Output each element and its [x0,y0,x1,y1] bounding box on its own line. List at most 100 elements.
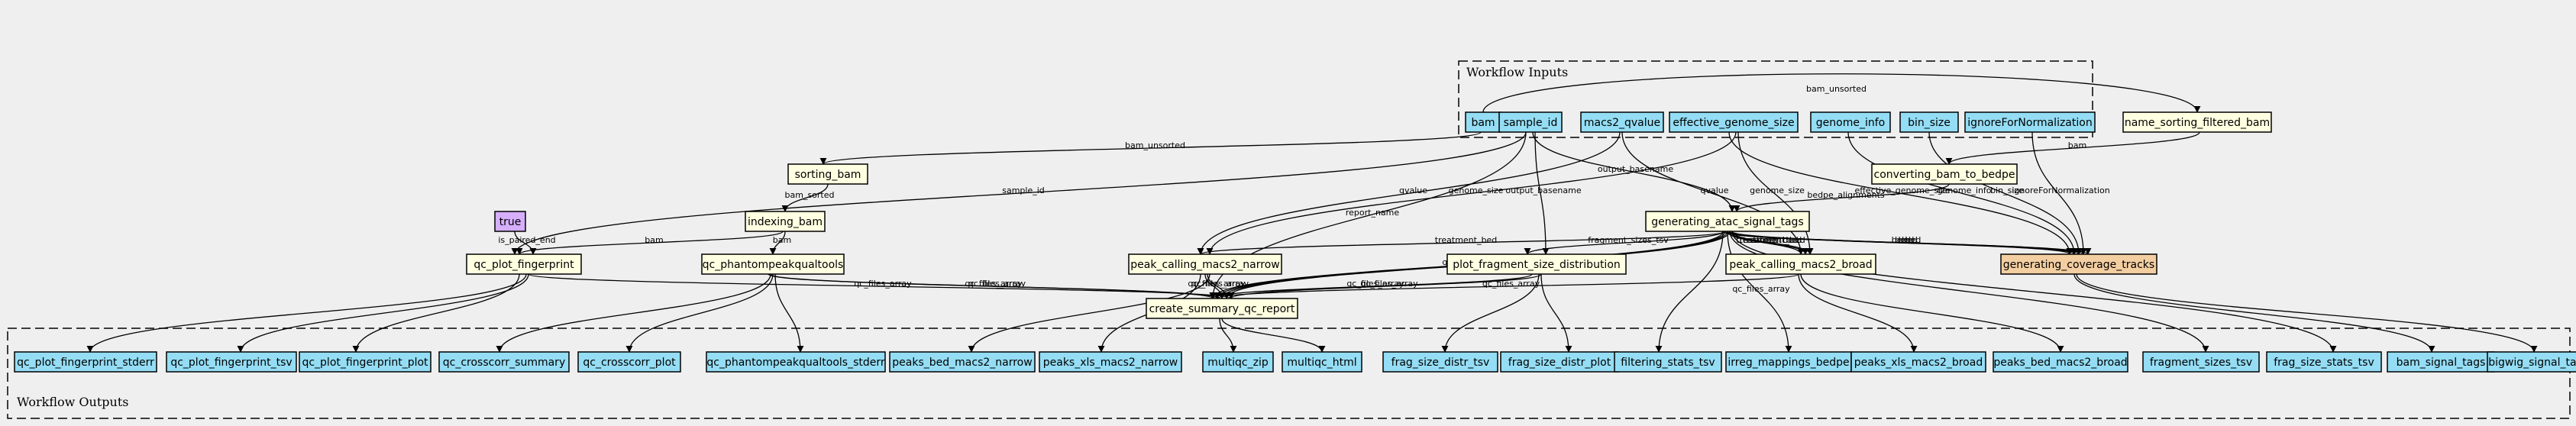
output-node-o-fragstats[interactable]: frag_size_stats_tsv [2266,351,2382,373]
node-box[interactable] [1614,351,1722,373]
input-node-genome-info[interactable]: genome_info [1810,111,1891,133]
step-node-indexing-bam[interactable]: indexing_bam [745,211,826,232]
step-node-generating-coverage-tracks[interactable]: generating_coverage_tracks [2000,253,2157,275]
input-node-effective-genome-size[interactable]: effective_genome_size [1669,111,1799,133]
step-node-plot-fragment-size-distribution[interactable]: plot_fragment_size_distribution [1446,253,1627,275]
node-box[interactable] [1645,211,1810,232]
step-node-create-summary-qc-report[interactable]: create_summary_qc_report [1146,298,1298,319]
input-node-bam[interactable]: bam [1465,111,1501,133]
output-node-o-bamsig[interactable]: bam_signal_tags [2387,351,2495,373]
node-box[interactable] [2142,351,2260,373]
edge-label: qc_files_array [1346,279,1404,289]
node-box[interactable] [2266,351,2382,373]
node-box[interactable] [1725,253,1876,275]
node-label: name_sorting_filtered_bam [2125,117,2270,129]
node-box[interactable] [438,351,570,373]
node-box[interactable] [1146,298,1298,319]
node-box[interactable] [1810,111,1891,133]
input-node-bin-size[interactable]: bin_size [1899,111,1959,133]
input-node-ignoreForNormalization[interactable]: ignoreForNormalization [1964,111,2096,133]
node-box[interactable] [787,163,868,185]
node-box[interactable] [1964,111,2096,133]
output-node-o-pb-narrow[interactable]: peaks_bed_macs2_narrow [889,351,1036,373]
step-node-converting-bam-to-bedpe[interactable]: converting_bam_to_bedpe [1871,163,2018,185]
node-box[interactable] [706,351,886,373]
output-node-o-irreg[interactable]: irreg_mappings_bedpe [1725,351,1852,373]
edge-true-to-qc_plot_fingerprint [514,231,537,255]
edge-label: bam_unsorted [1806,84,1867,94]
node-box[interactable] [1498,111,1563,133]
step-node-generating-atac-signal-tags[interactable]: generating_atac_signal_tags [1645,211,1810,232]
step-node-peak-calling-macs2-narrow[interactable]: peak_calling_macs2_narrow [1128,253,1282,275]
edge-qc_plot_fingerprint-to-o_fp_stderr [86,273,527,353]
output-node-o-cc-summary[interactable]: qc_crosscorr_summary [438,351,570,373]
node-box[interactable] [701,253,845,275]
node-label: qc_crosscorr_summary [443,357,565,369]
step-node-sorting-bam[interactable]: sorting_bam [787,163,868,185]
node-box[interactable] [299,351,431,373]
node-box[interactable] [494,211,526,232]
node-box[interactable] [1850,351,1986,373]
output-node-o-pb-broad[interactable]: peaks_bed_macs2_broad [1993,351,2128,373]
edge-label: treatment_bed [1435,235,1497,245]
node-box[interactable] [1202,351,1274,373]
output-node-o-ppq-stderr[interactable]: qc_phantompeakqualtools_stderr [706,351,886,373]
node-box[interactable] [2000,253,2157,275]
node-box[interactable] [1446,253,1627,275]
step-node-qc-phantompeakqualtools[interactable]: qc_phantompeakqualtools [701,253,845,275]
node-box[interactable] [1580,111,1664,133]
output-node-o-fp-tsv[interactable]: qc_plot_fingerprint_tsv [166,351,297,373]
edge-generating_coverage_tracks-to-o_bigwig [2076,273,2538,353]
edge-label: bam [773,235,791,245]
output-node-o-mqhtml[interactable]: multiqc_html [1282,351,1362,373]
node-box[interactable] [577,351,681,373]
constant-node-true[interactable]: true [494,211,526,232]
output-node-o-px-narrow[interactable]: peaks_xls_macs2_narrow [1039,351,1182,373]
node-box[interactable] [1282,351,1362,373]
edge-label: treatment_bed [1743,235,1805,245]
output-node-o-fragsizes[interactable]: fragment_sizes_tsv [2142,351,2260,373]
output-node-o-fp-plot[interactable]: qc_plot_fingerprint_plot [299,351,431,373]
node-box[interactable] [1899,111,1959,133]
node-label: indexing_bam [748,216,823,228]
node-label: peaks_bed_macs2_broad [1993,357,2127,369]
node-box[interactable] [466,253,582,275]
output-node-o-bigwig[interactable]: bigwig_signal_tags [2487,351,2576,373]
edge-effective_genome_size-to-generating_coverage_tracks [1728,131,2073,255]
node-box[interactable] [2487,351,2576,373]
node-label: qc_plot_fingerprint [474,259,574,271]
node-label: converting_bam_to_bedpe [1874,169,2015,181]
edge-genome_info-to-generating_coverage_tracks [1847,131,2078,255]
node-box[interactable] [889,351,1036,373]
edge-sample_id-to-qc_plot_fingerprint [511,131,1527,255]
edge-name_sorting_filtered_bam-to-converting_bam_to_bedpe [1945,131,2200,165]
node-box[interactable] [1871,163,2018,185]
node-box[interactable] [14,351,157,373]
step-node-qc-plot-fingerprint[interactable]: qc_plot_fingerprint [466,253,582,275]
node-label: bam [1471,117,1495,129]
node-box[interactable] [1039,351,1182,373]
output-node-o-fsd-plot[interactable]: frag_size_distr_plot [1500,351,1619,373]
node-label: genome_info [1816,117,1885,129]
node-box[interactable] [1128,253,1282,275]
node-box[interactable] [1669,111,1799,133]
node-box[interactable] [1382,351,1498,373]
input-node-macs2-qvalue[interactable]: macs2_qvalue [1580,111,1664,133]
output-node-o-mqzip[interactable]: multiqc_zip [1202,351,1274,373]
step-node-name-sorting-filtered-bam[interactable]: name_sorting_filtered_bam [2122,111,2272,133]
output-node-o-cc-plot[interactable]: qc_crosscorr_plot [577,351,681,373]
output-node-o-fp-stderr[interactable]: qc_plot_fingerprint_stderr [14,351,157,373]
node-box[interactable] [745,211,826,232]
node-box[interactable] [2122,111,2272,133]
node-box[interactable] [166,351,297,373]
node-label: macs2_qvalue [1584,117,1660,129]
output-node-o-filt[interactable]: filtering_stats_tsv [1614,351,1722,373]
output-node-o-px-broad[interactable]: peaks_xls_macs2_broad [1850,351,1986,373]
edges-layer: bam_unsortedbam_unsortedbam_sortedbamis_… [86,73,2538,353]
input-node-sample-id[interactable]: sample_id [1498,111,1563,133]
inputs-cluster [1458,60,2093,138]
node-box[interactable] [1993,351,2128,373]
edge-label: qc_files_array [1191,279,1249,289]
step-node-peak-calling-macs2-broad[interactable]: peak_calling_macs2_broad [1725,253,1876,275]
output-node-o-fsd-tsv[interactable]: frag_size_distr_tsv [1382,351,1498,373]
